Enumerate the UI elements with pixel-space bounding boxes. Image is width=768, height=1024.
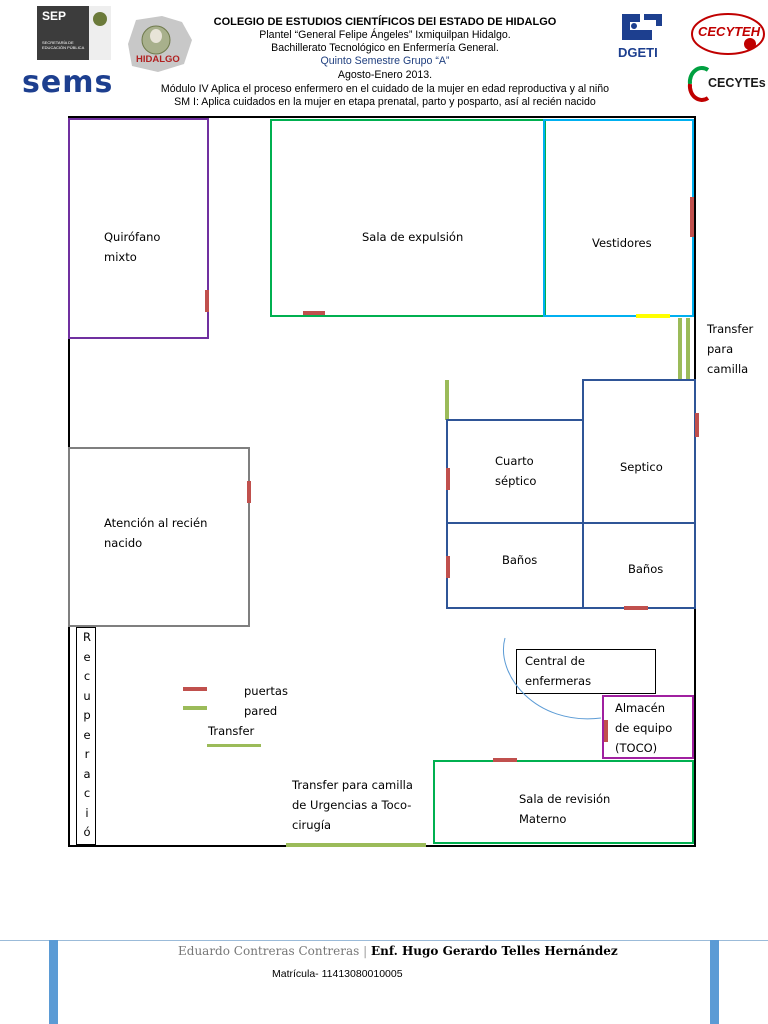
footer-student-name: Eduardo Contreras Contreras [178, 944, 360, 958]
recuperacion-letter: a [83, 766, 91, 781]
septico-label: Septico [620, 460, 663, 474]
recuperacion-letter: e [83, 649, 91, 664]
door-almacen [604, 720, 608, 742]
door-sala-expulsion [303, 311, 325, 315]
hidalgo-logo: HIDALGO [118, 14, 198, 74]
door-sala-revision [493, 758, 517, 762]
door-vestidores [690, 197, 694, 237]
almacen-label: Almacén de equipo (TOCO) [615, 701, 673, 755]
sep-logo-text: SEP [42, 9, 67, 23]
recuperacion-letter: i [85, 805, 89, 820]
green-wall-segment [445, 380, 449, 420]
header-grupo: Quinto Semestre Grupo “A” [320, 55, 450, 67]
transfer-urgencias-label: Transfer para camilla de Urgencias a Toc… [292, 778, 413, 832]
door-banos-2 [624, 606, 648, 610]
legend-puertas: puertas [244, 684, 288, 698]
recuperacion-letter: p [83, 708, 91, 722]
recuperacion-letter: e [83, 727, 91, 742]
nurse-station-arc [503, 637, 602, 720]
door-septico [695, 413, 699, 437]
recuperacion-letter: u [83, 688, 91, 703]
eagle-icon [93, 12, 107, 26]
recuperacion-letter: ó [83, 825, 91, 839]
sala-revision-room [433, 760, 694, 844]
sala-revision-label: Sala de revisión Materno [519, 792, 611, 826]
recuperacion-letter: c [83, 669, 91, 683]
header-submodulo: SM I: Aplica cuidados en la mujer en eta… [174, 96, 596, 108]
footer-matricula: Matrícula- 11413080010005 [272, 968, 403, 980]
cuarto-septico-label: Cuarto séptico [495, 454, 537, 488]
recuperacion-letter: c [83, 786, 91, 800]
vestidores-room [543, 119, 694, 317]
hidalgo-logo-text: HIDALGO [136, 54, 180, 65]
banos-label-2: Baños [628, 562, 664, 576]
cecyteh-logo-text: CECYTEH [698, 24, 761, 39]
cecytes-logo: CECYTEs [686, 64, 768, 106]
dgeti-logo: DGETI [612, 10, 670, 62]
legend-transfer: Transfer [208, 724, 255, 738]
footer-separator: | [363, 944, 368, 958]
quirofano-label: Quirófano mixto [104, 230, 161, 264]
legend-pared: pared [244, 704, 278, 718]
door-banos-1 [446, 556, 450, 578]
header-plantel: Plantel “General Felipe Ángeles” Ixmiqui… [259, 29, 511, 41]
transfer-camilla-wall-2 [686, 318, 690, 380]
transfer-urgencias-wall [286, 843, 426, 847]
cecytes-logo-text: CECYTEs [708, 76, 766, 90]
footer-names: Eduardo Contreras Contreras | Enf. Hugo … [178, 944, 618, 958]
central-enfermeras-box [516, 649, 656, 694]
recuperacion-letter: R [83, 630, 91, 644]
header-bachillerato: Bachillerato Tecnológico en Enfermería G… [271, 42, 499, 54]
atencion-recien-nacido-room [68, 447, 250, 627]
sep-logo-subtext: SECRETARÍA DE EDUCACIÓN PÚBLICA [42, 40, 85, 50]
central-enfermeras-label: Central de enfermeras [525, 654, 592, 688]
sala-expulsion-room [270, 119, 546, 317]
transfer-camilla-wall-1 [678, 318, 682, 380]
legend-wall-swatch [183, 706, 207, 710]
footer-bar-right [710, 940, 719, 1024]
legend-transfer-swatch [207, 744, 261, 747]
recuperacion-letter: r [84, 747, 90, 761]
sep-logo: SEP SECRETARÍA DE EDUCACIÓN PÚBLICA [37, 6, 111, 60]
quirofano-room [68, 118, 209, 339]
door-atencion [247, 481, 251, 503]
cecyteh-logo: CECYTEH [688, 12, 768, 56]
dgeti-logo-text: DGETI [618, 45, 658, 60]
sems-logo: sems [22, 65, 114, 100]
vestidores-label: Vestidores [592, 236, 652, 250]
almacen-room [602, 695, 694, 759]
header-title: COLEGIO DE ESTUDIOS CIENTÍFICOS DEl ESTA… [213, 16, 557, 28]
header-modulo: Módulo IV Aplica el proceso enfermero en… [160, 83, 610, 95]
transfer-camilla-label: Transfer para camilla [707, 322, 754, 376]
banos-label-1: Baños [502, 553, 538, 567]
septico-room [582, 379, 696, 524]
footer-rule [0, 940, 768, 941]
legend-door-swatch [183, 687, 207, 691]
door-quirofano [205, 290, 209, 312]
sala-expulsion-label: Sala de expulsión [362, 230, 464, 244]
footer-bar-left [49, 940, 58, 1024]
door-cuarto-septico [446, 468, 450, 490]
footer-author: Enf. Hugo Gerardo Telles Hernández [371, 944, 618, 958]
header-periodo: Agosto-Enero 2013. [337, 69, 433, 81]
door-vestidores-yellow [636, 314, 670, 318]
atencion-recien-nacido-label: Atención al recién nacido [104, 516, 208, 550]
recuperacion-room [76, 627, 96, 845]
